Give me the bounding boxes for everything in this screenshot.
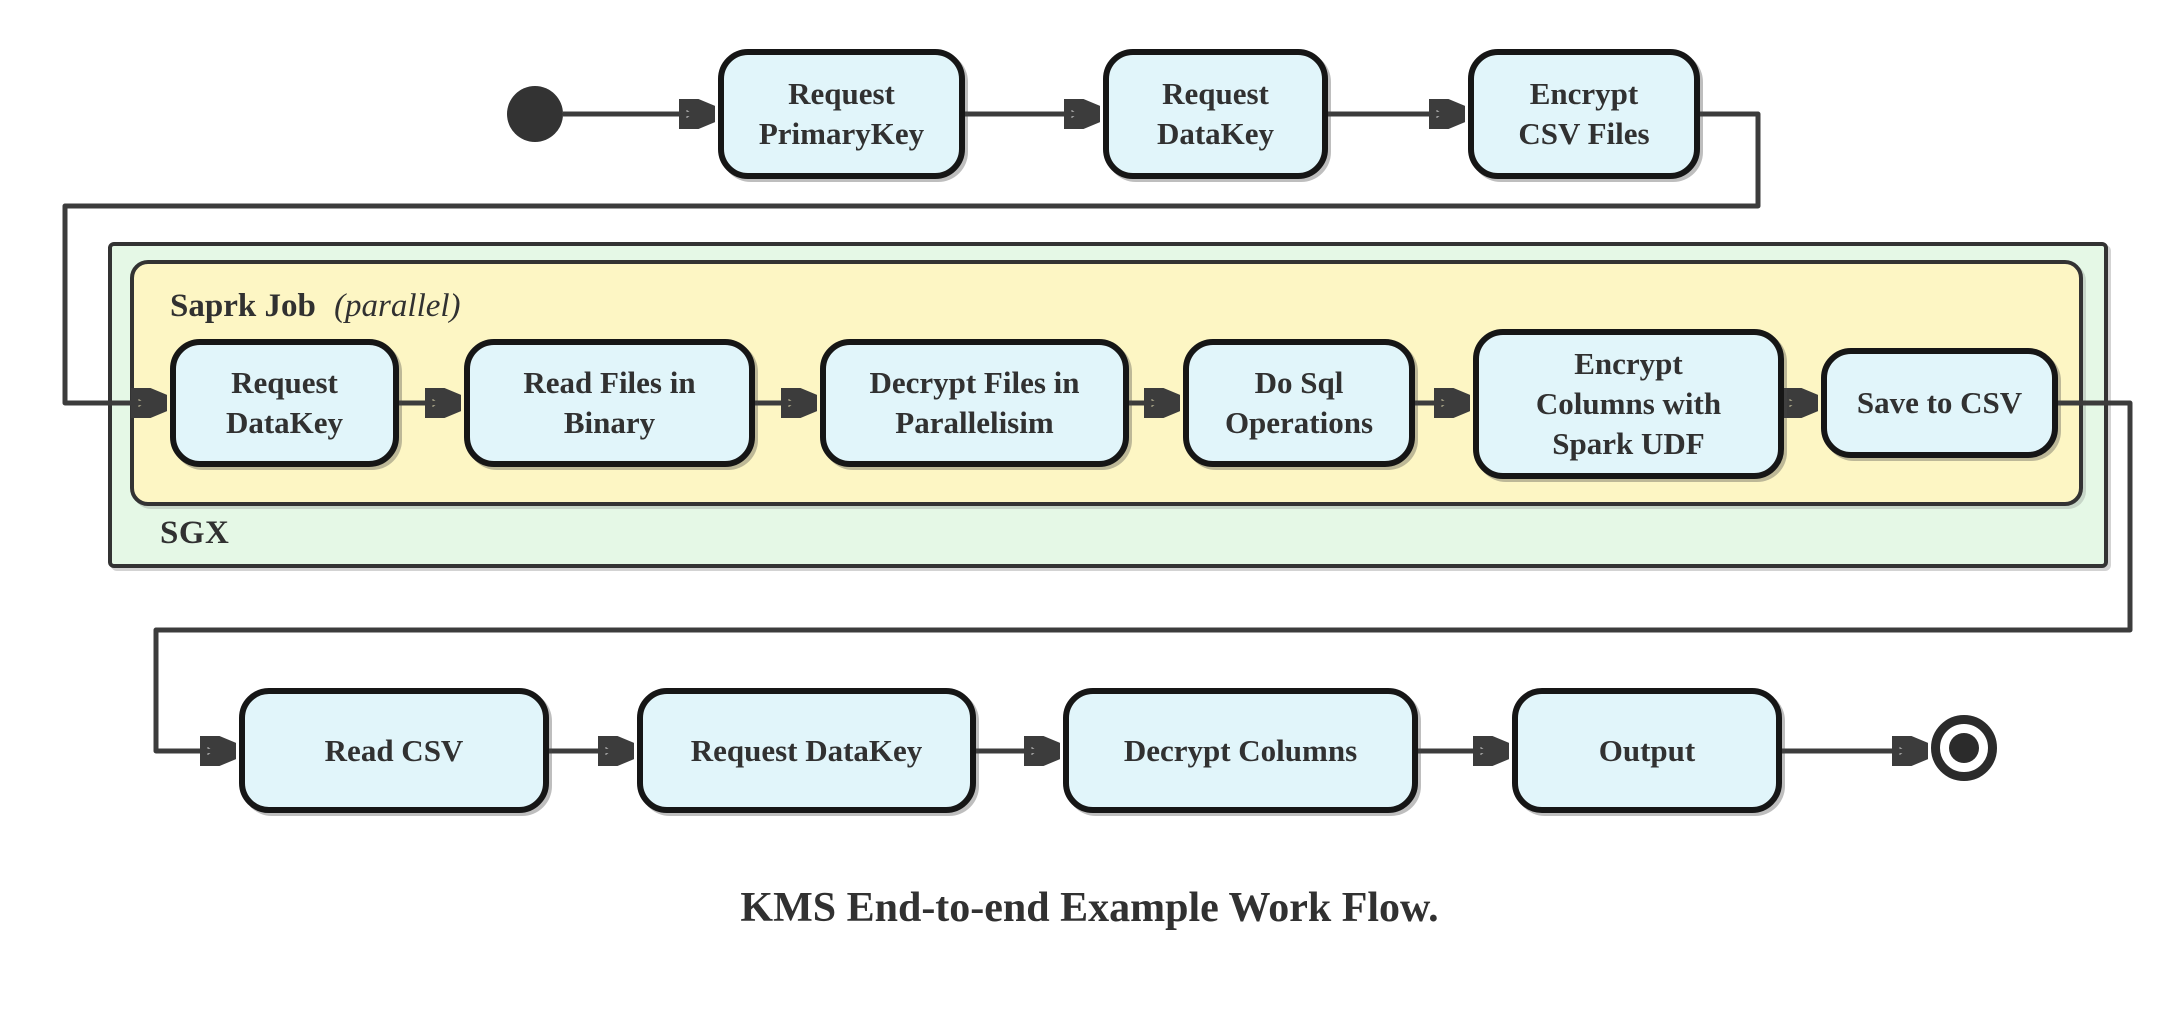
node-read-csv: Read CSV <box>239 688 549 813</box>
node-label: Request PrimaryKey <box>758 76 925 151</box>
node-label: Read Files in Binary <box>523 365 696 440</box>
node-save-to-csv: Save to CSV <box>1821 348 2058 458</box>
spark-job-label-text: Saprk Job <box>170 288 316 324</box>
node-label: Request DataKey <box>225 365 344 440</box>
node-request-datakey-top: Request DataKey <box>1103 49 1328 179</box>
node-label: Read CSV <box>324 732 464 768</box>
node-decrypt-files-in-parallelisim: Decrypt Files in Parallelisim <box>820 339 1129 467</box>
start-node-icon <box>507 86 563 142</box>
node-do-sql-operations: Do Sql Operations <box>1183 339 1415 467</box>
node-output: Output <box>1512 688 1782 813</box>
node-label: Request DataKey <box>1156 76 1275 151</box>
node-label: Encrypt CSV Files <box>1518 76 1650 151</box>
end-node-inner-dot <box>1949 733 1979 763</box>
node-encrypt-csv-files: Encrypt CSV Files <box>1468 49 1700 179</box>
spark-job-qualifier: (parallel) <box>334 288 461 324</box>
node-request-primarykey: Request PrimaryKey <box>718 49 965 179</box>
node-label: Request DataKey <box>690 732 923 768</box>
end-node-icon <box>1931 715 1997 781</box>
node-label: Save to CSV <box>1856 385 2023 421</box>
node-label: Decrypt Files in Parallelisim <box>869 365 1080 440</box>
node-label: Output <box>1598 732 1696 768</box>
node-encrypt-columns-with-spark-udf: Encrypt Columns with Spark UDF <box>1473 329 1784 479</box>
node-label: Encrypt Columns with Spark UDF <box>1535 346 1722 461</box>
sgx-label: SGX <box>160 515 230 551</box>
node-read-files-in-binary: Read Files in Binary <box>464 339 755 467</box>
node-decrypt-columns: Decrypt Columns <box>1063 688 1418 813</box>
node-label: Do Sql Operations <box>1224 365 1374 440</box>
diagram-title: KMS End-to-end Example Work Flow. <box>740 885 1439 931</box>
spark-job-label: Saprk Job (parallel) <box>170 288 461 325</box>
node-request-datakey-bottom: Request DataKey <box>637 688 976 813</box>
node-spark-request-datakey: Request DataKey <box>170 339 399 467</box>
node-label: Decrypt Columns <box>1123 732 1358 768</box>
